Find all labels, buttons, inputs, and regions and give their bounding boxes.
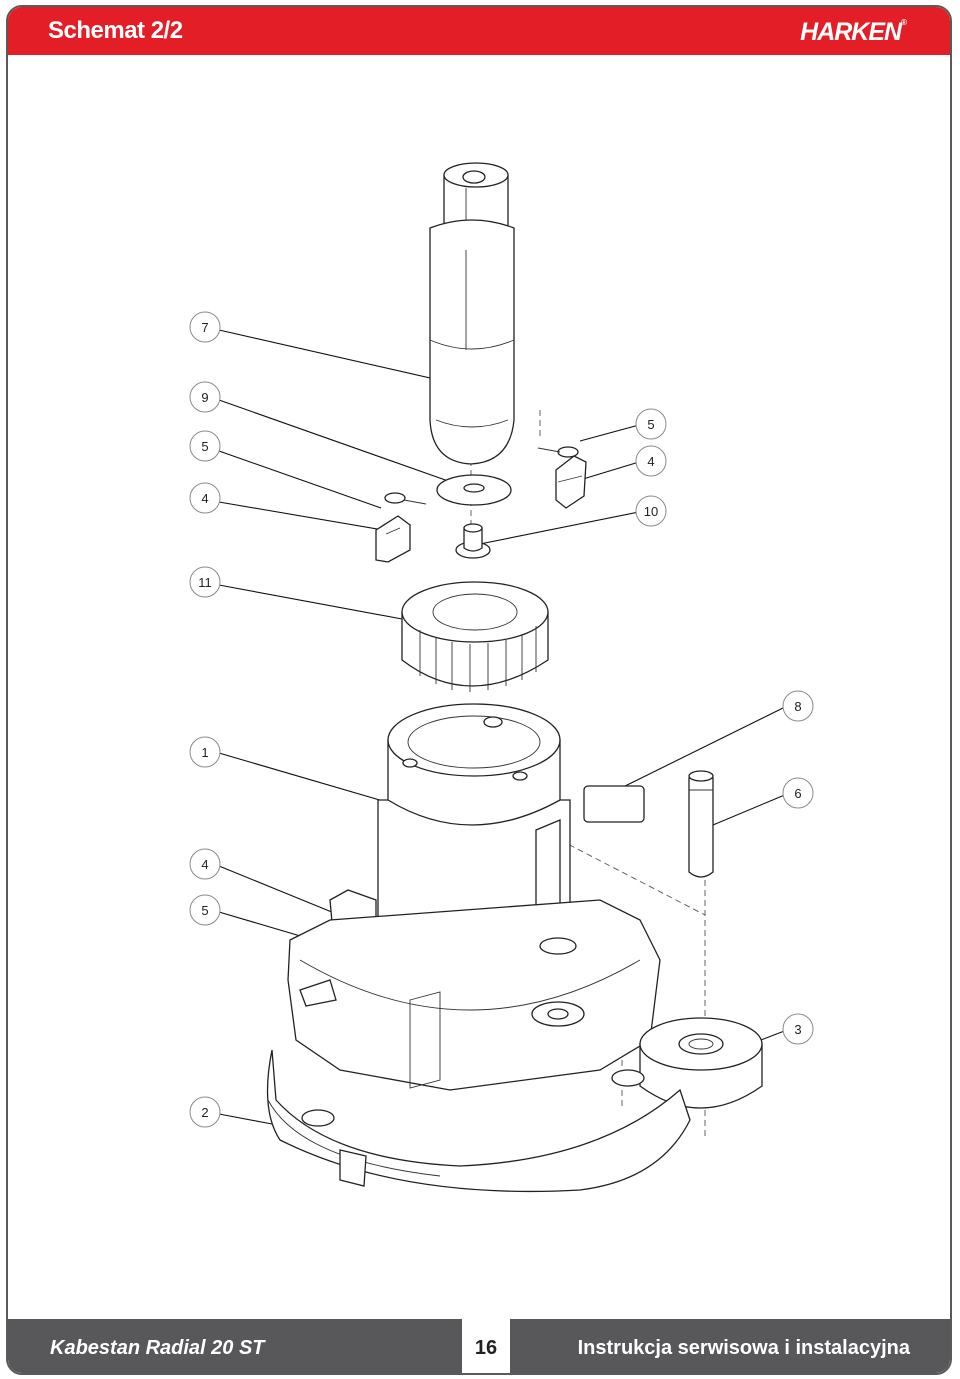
- callout-8: 8: [782, 690, 814, 722]
- page-footer: Kabestan Radial 20 ST 16 Instrukcja serw…: [8, 1319, 950, 1373]
- svg-text:6: 6: [794, 786, 801, 801]
- svg-text:1: 1: [201, 745, 208, 760]
- callout-1: 1: [189, 736, 221, 768]
- callout-7: 7: [189, 311, 221, 343]
- base-ring: [266, 1049, 691, 1193]
- callout-6: 6: [782, 777, 814, 809]
- callout-3: 3: [782, 1013, 814, 1045]
- drive-gear: [401, 581, 549, 692]
- callout-4-lower: 4: [189, 848, 221, 880]
- callout-10: 10: [635, 495, 667, 527]
- callout-11: 11: [189, 566, 221, 598]
- manual-title: Instrukcja serwisowa i instalacyjna: [577, 1337, 910, 1359]
- svg-text:4: 4: [647, 454, 654, 469]
- page-number: 16: [474, 1337, 498, 1359]
- pawl-left: [375, 492, 427, 563]
- leader-lines: [218, 329, 788, 1125]
- base-housing: [287, 899, 661, 1091]
- washer: [436, 474, 512, 506]
- callout-5: 5: [189, 430, 221, 462]
- svg-text:7: 7: [201, 320, 208, 335]
- svg-text:5: 5: [647, 417, 654, 432]
- svg-text:11: 11: [198, 575, 212, 590]
- page-title: Schemat 2/2: [48, 17, 183, 44]
- svg-text:5: 5: [201, 903, 208, 918]
- svg-text:2: 2: [201, 1105, 208, 1120]
- callouts: 7 9 5 4 11 5 4 10 8 1 6 4 5 3 2: [189, 311, 814, 1128]
- svg-text:9: 9: [201, 390, 208, 405]
- callout-9: 9: [189, 381, 221, 413]
- svg-text:4: 4: [201, 491, 208, 506]
- callout-5-right: 5: [635, 408, 667, 440]
- svg-text:3: 3: [794, 1022, 801, 1037]
- svg-text:8: 8: [794, 699, 801, 714]
- svg-text:5: 5: [201, 439, 208, 454]
- svg-text:4: 4: [201, 857, 208, 872]
- page-number-box: 16: [460, 1319, 512, 1373]
- key: [583, 785, 645, 823]
- callout-2: 2: [189, 1096, 221, 1128]
- callout-4-right: 4: [635, 445, 667, 477]
- product-name: Kabestan Radial 20 ST: [50, 1337, 265, 1359]
- svg-text:10: 10: [644, 504, 658, 519]
- spindle-pin: [688, 770, 714, 878]
- callout-5-lower: 5: [189, 894, 221, 926]
- callout-4: 4: [189, 482, 221, 514]
- harken-logo: HARKEN®: [800, 18, 907, 46]
- page-header: Schemat 2/2 HARKEN®: [8, 7, 950, 55]
- pawl-right: [537, 446, 587, 509]
- main-shaft: [429, 162, 515, 465]
- page-frame: Schemat 2/2 HARKEN® Kabestan Radial 20 S…: [6, 5, 952, 1375]
- pin: [455, 523, 491, 559]
